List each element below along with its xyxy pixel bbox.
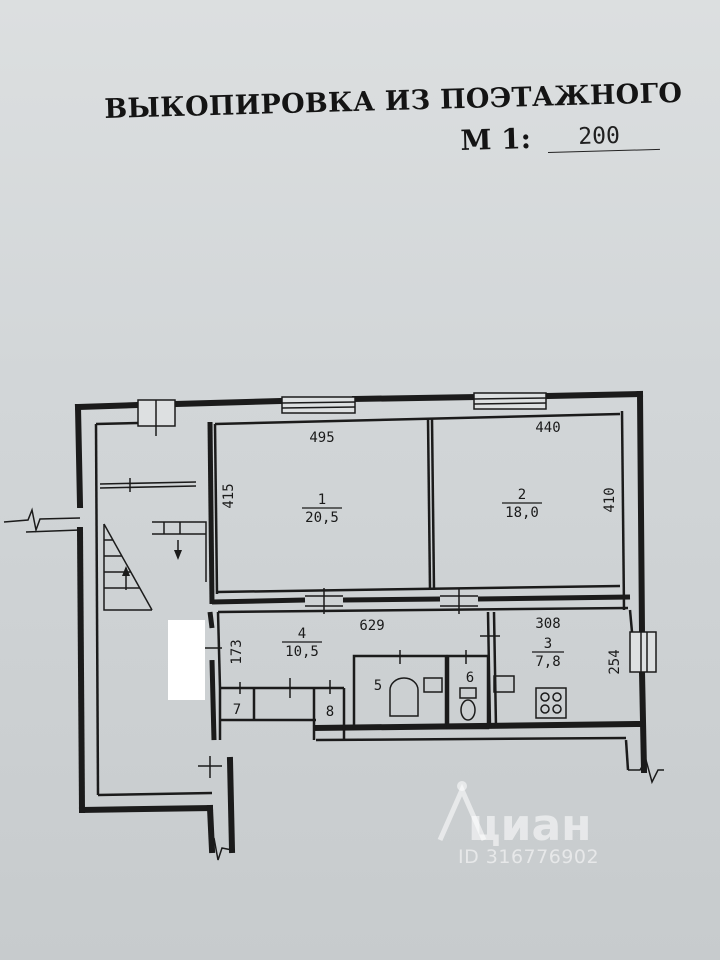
dim-room1-width: 495 — [309, 430, 334, 446]
stair-diagonal — [103, 523, 153, 611]
dim-corridor-length: 629 — [359, 618, 384, 634]
redaction-patch — [168, 620, 205, 700]
room5-number: 5 — [374, 678, 382, 694]
break-line-left-b — [25, 529, 81, 533]
inner-top-rooms — [214, 412, 621, 426]
cian-logo-icon — [437, 781, 487, 842]
toilet-6-wall — [446, 654, 490, 730]
wall-top-right — [542, 390, 644, 400]
window-room1-pane — [281, 401, 356, 404]
watermark-id: ID 316776902 — [458, 846, 600, 868]
doors — [198, 588, 500, 778]
room6-number: 6 — [466, 670, 474, 686]
stair-flight-left — [103, 524, 152, 611]
window-room2 — [473, 392, 547, 410]
inner-bottom-rooms — [216, 584, 621, 594]
stove-burner-icon — [552, 692, 562, 702]
inner-right-kitchen — [628, 609, 634, 633]
stove-burner-icon — [540, 704, 550, 714]
room3-number: 3 — [544, 636, 552, 652]
wall-room1-bottom-a — [211, 597, 306, 605]
break-line-bottom — [209, 837, 233, 861]
wall-top-left — [74, 401, 142, 411]
inner-top-stair — [95, 421, 139, 426]
fixtures — [389, 675, 567, 721]
room2-area: 18,0 — [505, 505, 539, 521]
wall-bottom-left-end-2 — [226, 756, 236, 854]
wall-corridor-left-bottom — [209, 659, 217, 741]
dim-room2-depth: 410 — [602, 487, 618, 512]
wall-top-mid-left — [171, 397, 286, 408]
inner-bottom-stair — [97, 791, 213, 797]
window-kitchen — [629, 631, 657, 673]
stove-icon — [535, 687, 567, 719]
wall-top-mid — [351, 393, 478, 403]
wall-right-lower — [638, 668, 648, 774]
dim-corridor-depth: 173 — [229, 639, 245, 664]
room3-area: 7,8 — [535, 654, 560, 670]
room4-area: 10,5 — [285, 644, 319, 660]
wall-room1-bottom-b — [342, 596, 441, 603]
break-lines — [3, 507, 664, 861]
label-fraction-bars — [282, 502, 564, 653]
wall-corridor-left-top — [207, 611, 215, 629]
window-room1-pane-2 — [281, 406, 356, 409]
wall-right-upper — [636, 390, 646, 636]
dim-kitchen-width: 308 — [535, 616, 560, 632]
bathtub-icon — [389, 677, 419, 717]
stove-burner-icon — [552, 704, 562, 714]
stair-down-arrow-icon — [174, 550, 182, 560]
windows — [137, 392, 657, 673]
room1-number: 1 — [318, 492, 326, 508]
break-line-left — [3, 507, 81, 533]
dim-kitchen-depth: 254 — [607, 649, 623, 674]
stove-burner-icon — [540, 692, 550, 702]
break-line-right — [628, 758, 664, 785]
cistern-icon — [459, 687, 477, 699]
stair-landing — [99, 481, 197, 485]
inner-right-bottom — [624, 739, 630, 771]
partition-room1-room2 — [426, 418, 432, 591]
washbasin-icon — [423, 677, 443, 693]
wall-left-lower — [76, 526, 86, 814]
partition-room1-room2-b — [430, 418, 436, 591]
wall-room2-bottom — [477, 594, 631, 602]
wall-room1-left — [207, 421, 215, 605]
wall-left-upper — [74, 403, 84, 509]
inner-wall-faces — [94, 410, 634, 797]
room7-number: 7 — [233, 702, 241, 718]
inner-right-room2 — [620, 410, 626, 611]
interior-walls — [207, 421, 631, 741]
inner-left-corridor — [216, 611, 222, 689]
partition-kitchen-b — [492, 611, 498, 729]
window-room2-pane — [473, 397, 547, 400]
room8-number: 8 — [326, 704, 334, 720]
wall-bottom-stair — [78, 804, 214, 814]
inner-left-stair — [94, 423, 100, 796]
kitchen-sink-icon — [493, 675, 515, 693]
stair-up-arrow-icon — [122, 566, 130, 576]
stair-flight-right — [152, 521, 207, 582]
watermark-brand: циан — [468, 800, 592, 851]
staircase — [99, 478, 207, 611]
room4-number: 4 — [298, 626, 306, 642]
inner-left-room1 — [213, 423, 219, 595]
window-room1 — [281, 396, 356, 414]
inner-top-corridor — [217, 606, 629, 614]
room1-area: 20,5 — [305, 510, 339, 526]
dim-room2-width: 440 — [535, 420, 560, 436]
inner-bottom-apartment — [315, 736, 627, 742]
thin-partitions — [213, 412, 629, 740]
window-room2-pane-2 — [473, 402, 547, 405]
stair-landing-b — [99, 485, 197, 489]
dim-room1-depth: 415 — [221, 483, 237, 508]
toilet-bowl-icon — [460, 699, 476, 721]
room2-number: 2 — [518, 487, 526, 503]
